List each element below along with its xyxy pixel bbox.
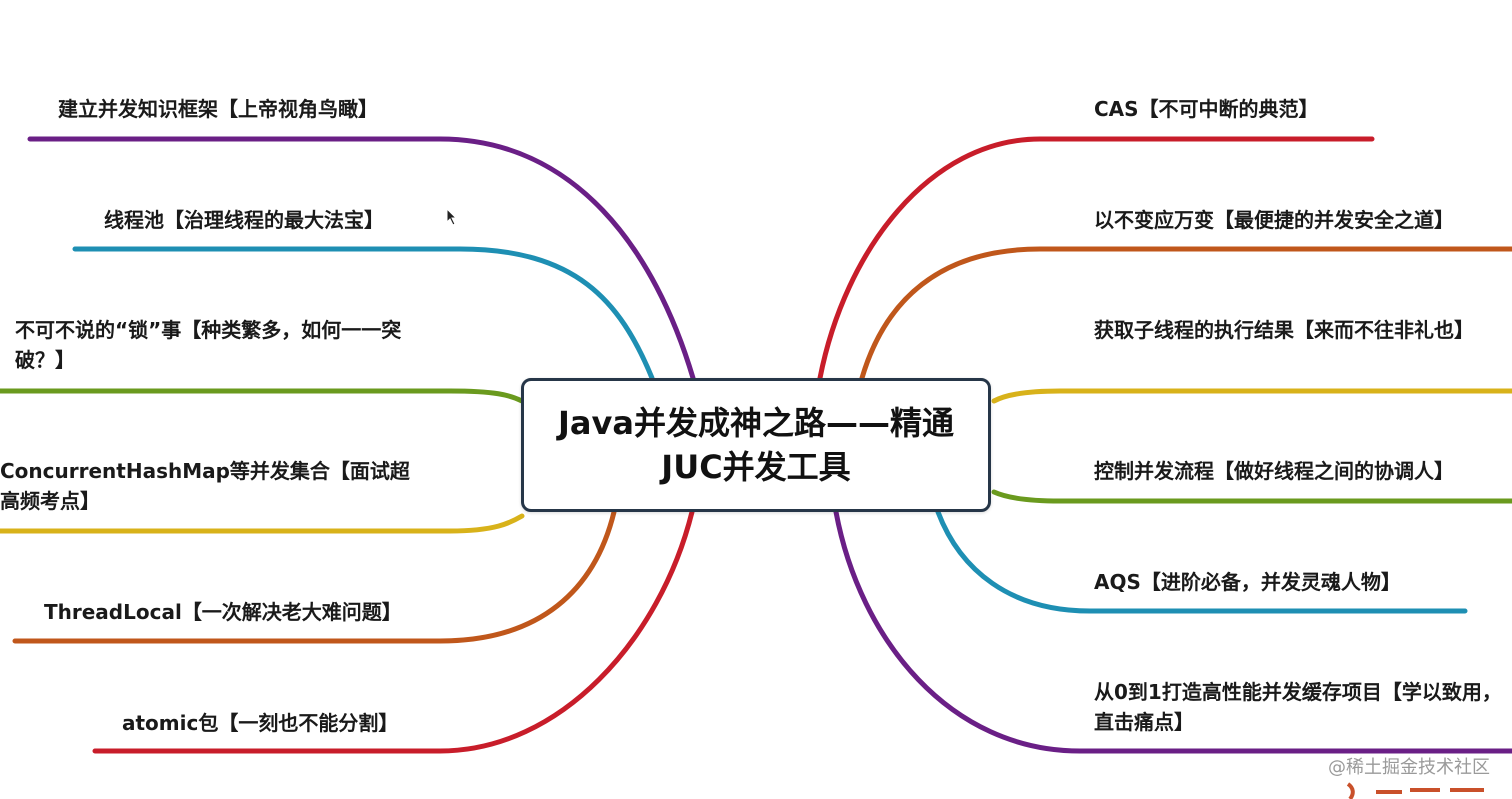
right-branch-line-6: [833, 509, 1512, 754]
left-node-concurrency-framework: 建立并发知识框架【上帝视角鸟瞰】: [58, 97, 378, 121]
right-branch-line-2: [859, 246, 1512, 381]
right-node-flow-control: 控制并发流程【做好线程之间的协调人】: [1094, 459, 1454, 483]
right-node-immutability: 以不变应万变【最便捷的并发安全之道】: [1094, 208, 1454, 232]
right-node-future-results: 获取子线程的执行结果【来而不往非礼也】: [1094, 318, 1474, 342]
left-branch-line-2: [72, 246, 655, 381]
right-branch-line-4: [991, 489, 1512, 504]
central-topic-line-2: JUC并发工具: [661, 448, 851, 486]
left-branch-line-1: [27, 136, 696, 381]
central-topic-line-1: Java并发成神之路——精通: [558, 404, 954, 442]
watermark-text: @稀土掘金技术社区: [1328, 757, 1490, 778]
left-node-threadlocal: ThreadLocal【一次解决老大难问题】: [44, 600, 402, 624]
right-branch-line-3: [991, 388, 1512, 404]
left-branch-line-6: [92, 509, 695, 754]
left-node-locks: 不可不说的“锁”事【种类繁多，如何一一突破？】: [15, 318, 402, 372]
left-branch-line-5: [12, 509, 617, 644]
brand-logo-fragment: [1340, 780, 1512, 799]
left-node-concurrent-collections: ConcurrentHashMap等并发集合【面试超高频考点】: [0, 459, 410, 513]
right-branch-line-1: [817, 136, 1375, 381]
right-node-aqs: AQS【进阶必备，并发灵魂人物】: [1094, 570, 1401, 594]
right-branch-line-5: [935, 509, 1468, 614]
right-node-cas: CAS【不可中断的典范】: [1094, 97, 1319, 121]
left-node-atomic: atomic包【一刻也不能分割】: [122, 711, 399, 735]
mouse-cursor-icon: [446, 208, 458, 226]
left-branch-line-3: [0, 388, 525, 404]
central-topic: Java并发成神之路——精通 JUC并发工具: [521, 378, 991, 512]
left-node-thread-pool: 线程池【治理线程的最大法宝】: [104, 208, 384, 232]
right-node-cache-project: 从0到1打造高性能并发缓存项目【学以致用，直击痛点】: [1094, 680, 1502, 734]
left-branch-line-4: [0, 513, 525, 534]
